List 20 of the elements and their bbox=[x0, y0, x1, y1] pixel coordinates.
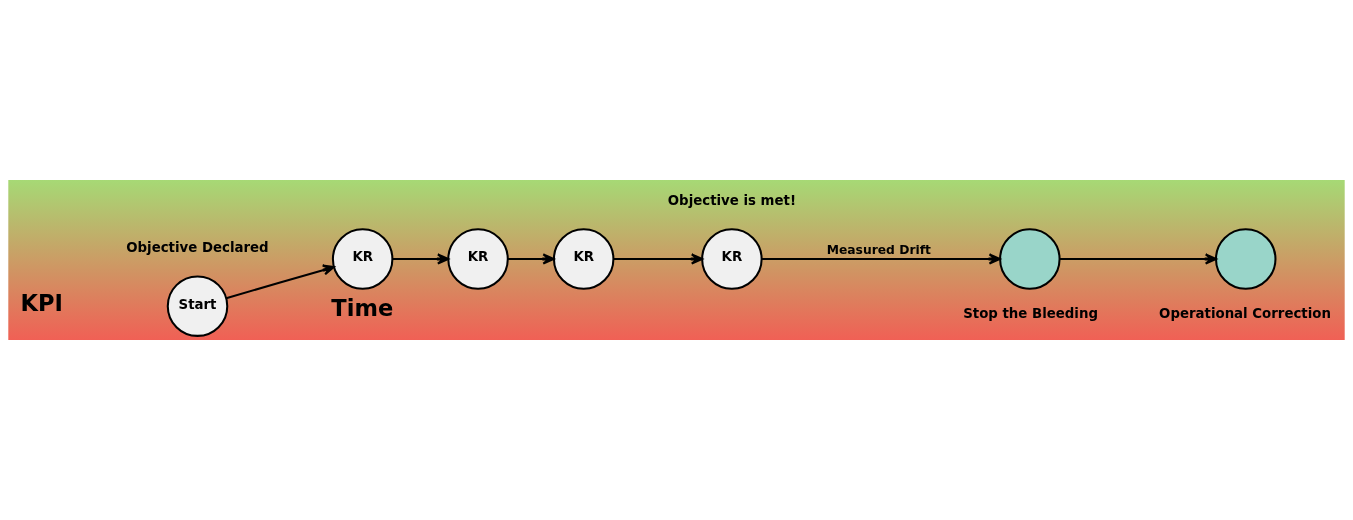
node-label: Objective is met! bbox=[667, 193, 796, 209]
arrow bbox=[1059, 253, 1217, 265]
node-label: Stop the Bleeding bbox=[963, 305, 1098, 321]
node-circle bbox=[1214, 228, 1277, 290]
node-circle: KR bbox=[701, 228, 763, 290]
label: KPI bbox=[20, 289, 63, 316]
arrow bbox=[507, 253, 555, 265]
node-circle: Start bbox=[166, 275, 229, 337]
arrow bbox=[613, 253, 704, 265]
node-circle: KR bbox=[447, 228, 509, 290]
arrow bbox=[225, 264, 335, 300]
arrow bbox=[761, 253, 1001, 265]
arrow bbox=[392, 253, 450, 265]
label: Time bbox=[331, 295, 394, 321]
edge-label: Measured Drift bbox=[826, 243, 931, 258]
node-label: Objective Declared bbox=[126, 240, 269, 256]
node-circle: KR bbox=[331, 228, 394, 290]
node-circle: KR bbox=[552, 228, 615, 290]
node-circle bbox=[999, 228, 1061, 290]
node-label: Operational Correction bbox=[1159, 305, 1331, 321]
